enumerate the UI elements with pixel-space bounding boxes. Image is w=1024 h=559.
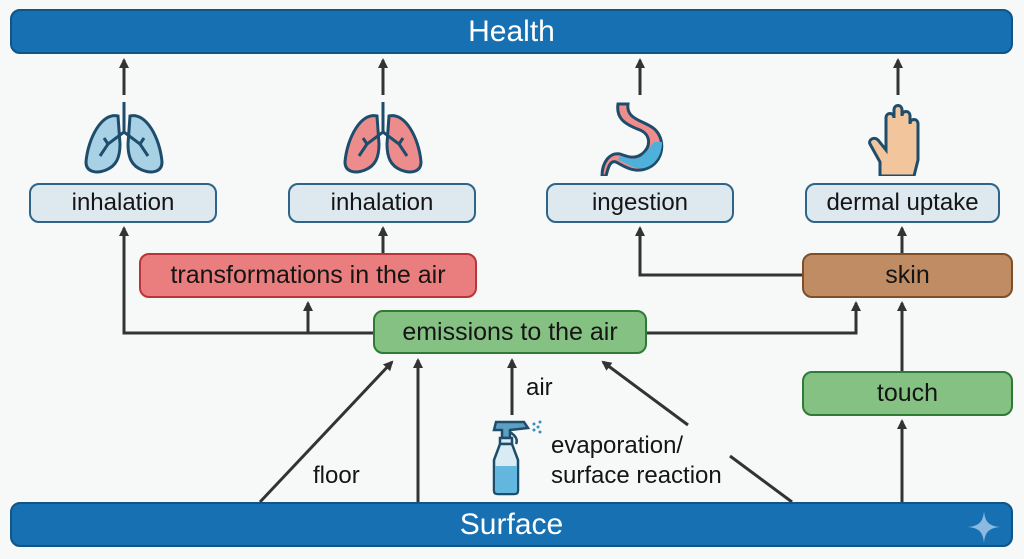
lungs-blue-icon (84, 102, 164, 174)
transformations-box: transformations in the air (139, 253, 477, 298)
spray-bottle-icon (492, 420, 542, 496)
transformations-label: transformations in the air (170, 261, 446, 289)
arrow-evaporation-lower (729, 454, 793, 504)
arrow-emissions-skin (647, 301, 861, 335)
route-box-dermal-uptake: dermal uptake (805, 183, 1000, 223)
stomach-icon (600, 102, 664, 176)
air-label: air (526, 374, 553, 401)
skin-label: skin (885, 261, 930, 289)
arrow-skin-ingestion (635, 226, 802, 277)
hand-icon (868, 104, 920, 176)
route-label: inhalation (71, 189, 175, 216)
sparkle-icon (968, 511, 1000, 543)
lungs-red-icon (343, 102, 423, 174)
route-label: inhalation (330, 189, 434, 216)
surface-bar: Surface (10, 502, 1013, 547)
surface-reaction-label: surface reaction (551, 462, 722, 489)
touch-box: touch (802, 371, 1013, 416)
arrow-evaporation-upper (601, 360, 689, 427)
emissions-box: emissions to the air (373, 310, 647, 354)
route-box-ingestion: ingestion (546, 183, 734, 223)
route-box-inhalation-1: inhalation (29, 183, 217, 223)
route-label: dermal uptake (826, 189, 979, 216)
evaporation-label: evaporation/ (551, 432, 684, 459)
health-bar: Health (10, 9, 1013, 54)
emissions-label: emissions to the air (402, 317, 618, 346)
floor-label: floor (313, 462, 360, 489)
skin-box: skin (802, 253, 1013, 298)
touch-label: touch (876, 379, 939, 407)
arrow-emissions-inhalation1 (119, 226, 373, 335)
arrow-floor (258, 360, 394, 504)
health-label: Health (468, 14, 555, 48)
surface-label: Surface (459, 507, 564, 541)
route-box-inhalation-2: inhalation (288, 183, 476, 223)
route-label: ingestion (591, 189, 689, 216)
